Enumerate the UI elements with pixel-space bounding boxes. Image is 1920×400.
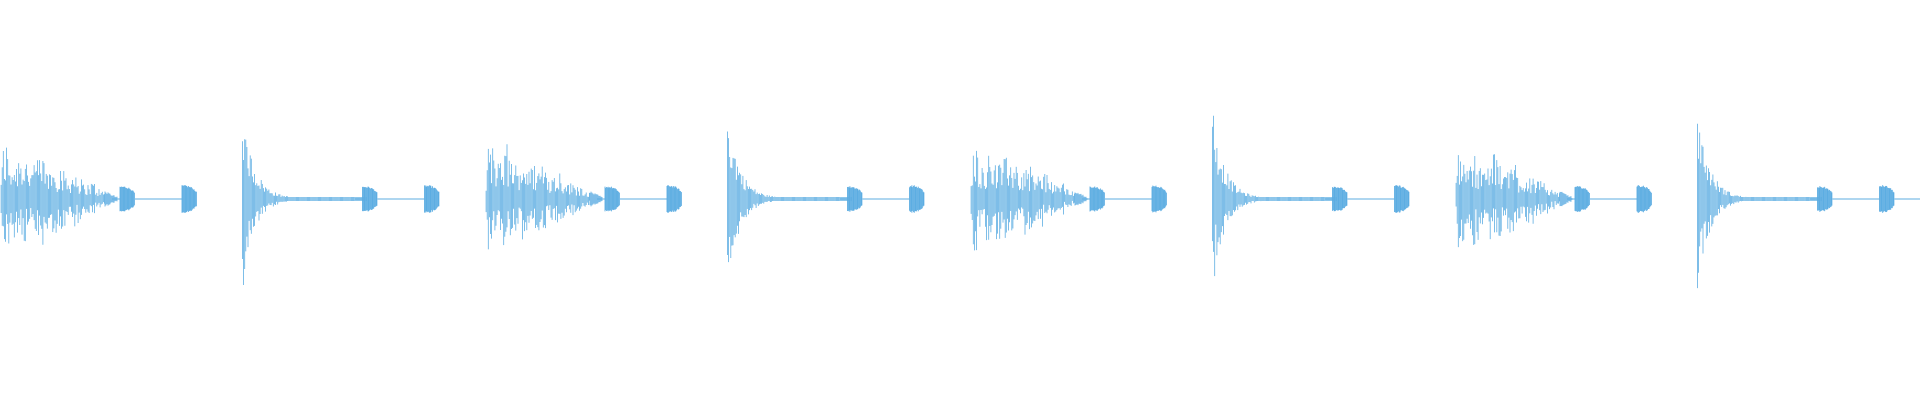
waveform-segment: [0, 147, 197, 245]
waveform-segment: [1212, 115, 1410, 277]
waveform-segment: [727, 131, 925, 263]
waveform-segment: [485, 144, 682, 250]
waveform-segment: [242, 139, 440, 285]
waveform-segment: [970, 150, 1167, 251]
waveform-segment: [1455, 154, 1652, 248]
waveform-segment: [1697, 123, 1920, 289]
